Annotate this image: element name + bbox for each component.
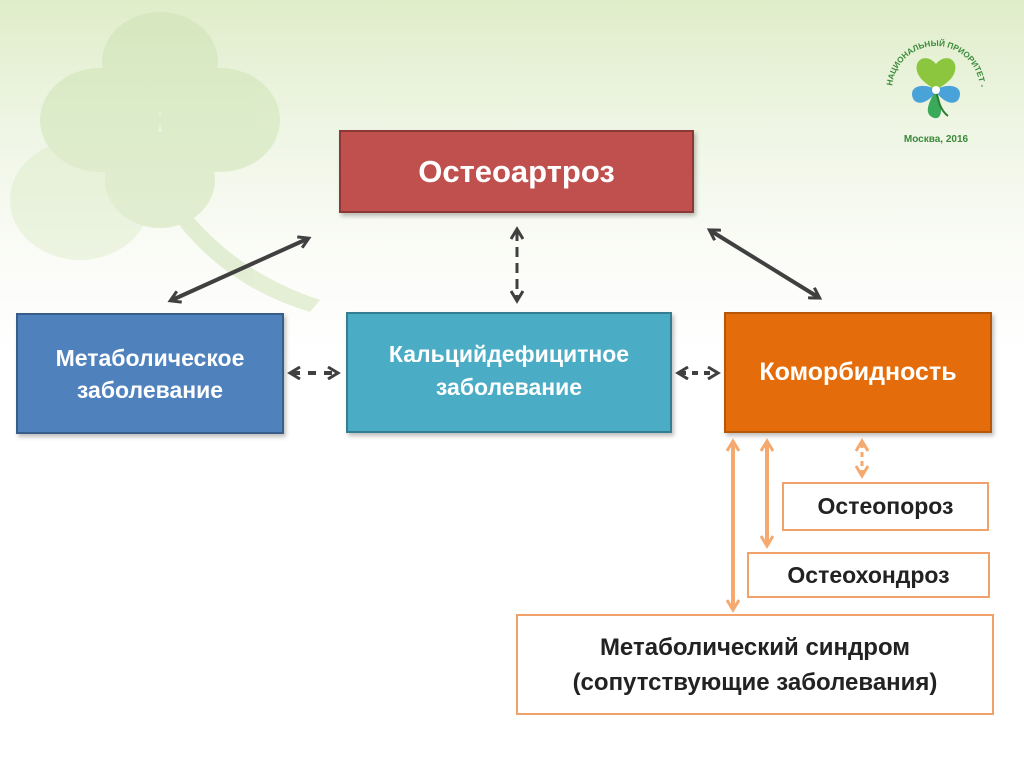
clover-icon <box>912 58 960 119</box>
calcium-deficiency-label: Кальцийдефицитное заболевание <box>388 341 630 400</box>
national-priority-logo: НАЦИОНАЛЬНЫЙ ПРИОРИТЕТ - ЗДОРОВЬЕ! Москв… <box>878 30 987 145</box>
comorbidity-label: Коморбидность <box>759 358 957 386</box>
metabolic-disease-box: Метаболическое заболевание <box>16 313 284 434</box>
comorbidity-box: Коморбидность <box>724 312 992 433</box>
calcium-deficiency-box: Кальцийдефицитное заболевание <box>346 312 672 433</box>
arrow-osteo-comorbidity <box>711 231 818 297</box>
metabolic-disease-label: Метаболическое заболевание <box>55 344 245 403</box>
metabolic-syndrome-box: Метаболический синдром (сопутствующие за… <box>516 614 994 715</box>
metabolic-syndrome-label: Метаболический синдром <box>599 633 911 661</box>
arrow-osteo-metabolic <box>172 239 307 300</box>
osteoporosis-box: Остеопороз <box>782 482 989 531</box>
osteoarthrosis-label: Остеоартроз <box>418 153 615 189</box>
osteoporosis-label: Остеопороз <box>817 493 954 519</box>
logo-city-year: Москва, 2016 <box>904 134 969 145</box>
osteoarthrosis-box: Остеоартроз <box>339 130 694 213</box>
osteochondrosis-label: Остеохондроз <box>787 561 950 588</box>
osteochondrosis-box: Остеохондроз <box>747 552 990 598</box>
metabolic-syndrome-sublabel: (сопутствующие заболевания) <box>572 668 938 696</box>
background-clover-decoration <box>10 12 320 312</box>
